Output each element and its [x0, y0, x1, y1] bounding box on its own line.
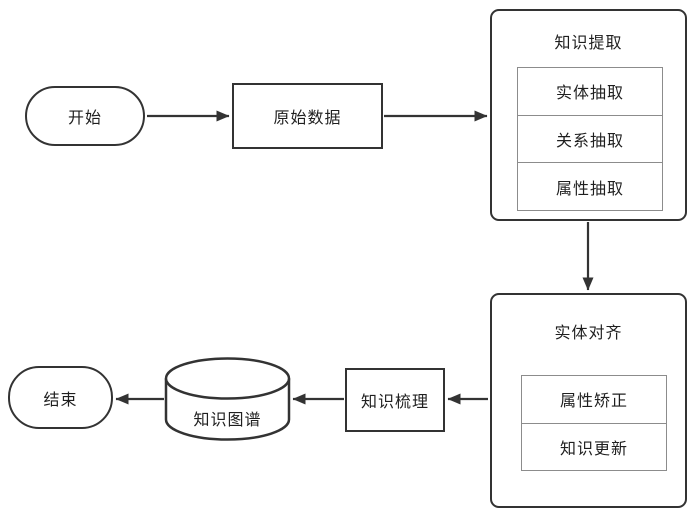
database-cylinder-shape: [164, 357, 291, 441]
extraction-item-attribute: 属性抽取: [555, 180, 624, 198]
knowledge-sorting-node-label: 知识梳理: [360, 394, 429, 411]
alignment-item-knowledge-update: 知识更新: [559, 440, 628, 458]
alignment-item-attribute-correction: 属性矫正: [522, 376, 666, 424]
knowledge-extraction-group: 知识提取 实体抽取 关系抽取 属性抽取: [490, 9, 687, 221]
end-node: 结束: [8, 366, 113, 429]
extraction-item-relation: 关系抽取: [518, 116, 662, 164]
end-node-label: 结束: [43, 391, 78, 409]
entity-alignment-group: 实体对齐 属性矫正 知识更新: [490, 293, 687, 508]
start-node-label: 开始: [67, 110, 102, 127]
raw-data-node-label: 原始数据: [273, 110, 342, 127]
knowledge-extraction-stack: 实体抽取 关系抽取 属性抽取: [517, 67, 663, 211]
knowledge-extraction-title: 知识提取: [554, 35, 623, 52]
knowledge-graph-node-label: 知识图谱: [193, 412, 262, 429]
entity-alignment-stack: 属性矫正 知识更新: [521, 375, 667, 471]
knowledge-sorting-node: 知识梳理: [345, 368, 445, 432]
extraction-item-entity: 实体抽取: [518, 68, 662, 116]
raw-data-node: 原始数据: [232, 83, 383, 149]
entity-alignment-title: 实体对齐: [554, 325, 623, 342]
start-node: 开始: [25, 86, 145, 146]
